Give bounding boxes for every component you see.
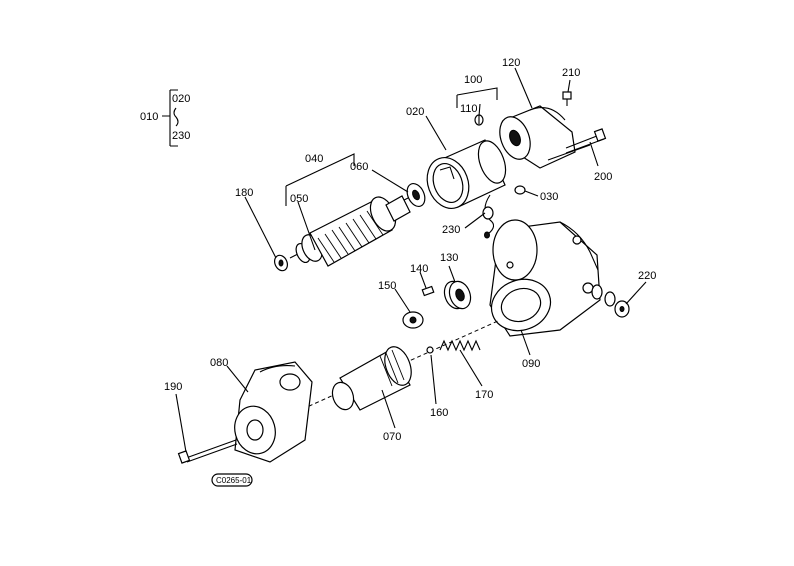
label-060: 060	[350, 161, 368, 173]
label-170: 170	[475, 389, 493, 401]
label-160: 160	[430, 407, 448, 419]
part-spring-170	[439, 339, 481, 352]
label-030: 030	[540, 191, 558, 203]
label-080: 080	[210, 357, 228, 369]
part-drive-housing-080	[234, 361, 313, 463]
label-230: 230	[442, 224, 460, 236]
part-screw-110	[474, 114, 484, 126]
range-tilde	[173, 107, 179, 127]
leader-lines	[175, 67, 647, 453]
label-040: 040	[305, 153, 323, 165]
label-range-end: 230	[172, 130, 190, 142]
label-range-start: 020	[172, 93, 190, 105]
part-through-bolt-200	[565, 128, 607, 154]
label-110: 110	[460, 103, 478, 115]
part-gear-130	[443, 280, 472, 310]
part-armature	[289, 195, 413, 267]
part-labels: 180 050 040 060 020 100 110 120 210 200 …	[164, 57, 656, 443]
label-190: 190	[164, 381, 182, 393]
part-clutch-070	[331, 346, 412, 411]
label-120: 120	[502, 57, 520, 69]
label-130: 130	[440, 252, 458, 264]
part-end-frame-120	[499, 105, 591, 169]
drawing-code: C0265-01	[211, 473, 253, 487]
part-magnetic-switch-090	[489, 219, 601, 337]
part-pin-140	[421, 285, 435, 297]
part-ball-160	[426, 346, 434, 354]
part-screw-210	[562, 91, 572, 106]
label-assembly-010: 010	[140, 111, 158, 123]
label-150: 150	[378, 280, 396, 292]
part-bearing-060	[406, 183, 426, 207]
part-ring-030	[514, 185, 526, 195]
label-100: 100	[464, 74, 482, 86]
label-140: 140	[410, 263, 428, 275]
part-washer-180	[273, 254, 289, 272]
assembly-range-index: 010 020 230	[140, 89, 190, 147]
assembly-axis	[295, 319, 501, 413]
part-yoke-020	[426, 139, 507, 209]
part-lead-230	[482, 194, 495, 239]
label-210: 210	[562, 67, 580, 79]
part-nut-220	[591, 284, 630, 318]
part-collar-150	[402, 311, 424, 329]
part-bolt-190	[177, 439, 238, 464]
label-180: 180	[235, 187, 253, 199]
range-bracket	[162, 89, 178, 147]
drawing-code-text: C0265-01	[216, 476, 252, 485]
armature-windings	[317, 210, 384, 263]
label-220: 220	[638, 270, 656, 282]
label-020: 020	[406, 106, 424, 118]
label-070: 070	[383, 431, 401, 443]
label-050: 050	[290, 193, 308, 205]
label-090: 090	[522, 358, 540, 370]
label-200: 200	[594, 171, 612, 183]
